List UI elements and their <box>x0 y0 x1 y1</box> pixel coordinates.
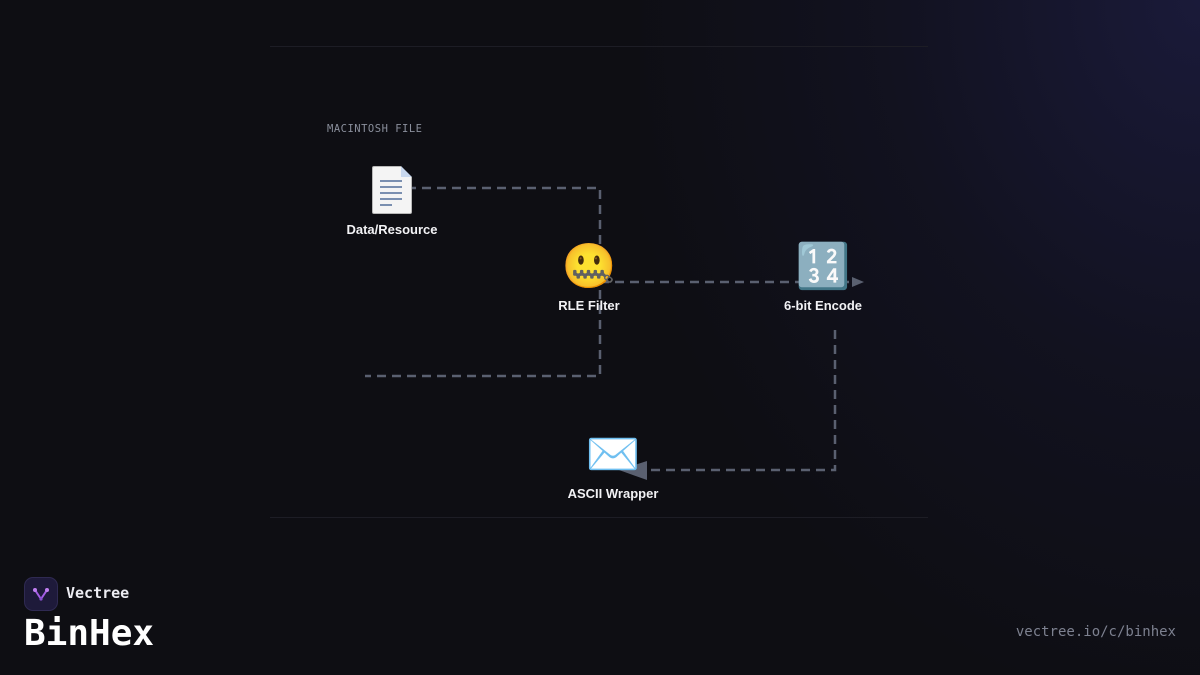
node-six-bit-encode[interactable]: 🔢 6-bit Encode <box>743 240 903 313</box>
document-icon <box>312 164 472 218</box>
arrowhead-encode <box>852 277 864 287</box>
node-label: Data/Resource <box>346 222 438 237</box>
numbers-1234-icon: 🔢 <box>795 242 851 291</box>
top-divider <box>270 46 928 47</box>
node-ascii-wrapper[interactable]: ✉️ ASCII Wrapper <box>533 428 693 501</box>
connector-encode-to-ascii <box>645 330 837 472</box>
node-label: ASCII Wrapper <box>567 486 659 501</box>
connector-data-to-rle <box>407 186 602 282</box>
zipper-mouth-face-icon: 🤐 <box>561 242 617 291</box>
vectree-logo-icon <box>24 577 58 611</box>
node-label: RLE Filter <box>558 298 620 313</box>
connector-rle-loop-back <box>365 290 602 378</box>
brand-name: Vectree <box>66 584 130 602</box>
section-label-macintosh-file: MACINTOSH FILE <box>327 123 423 135</box>
page-url[interactable]: vectree.io/c/binhex <box>1015 624 1176 640</box>
node-label: 6-bit Encode <box>783 298 862 313</box>
page-title: BinHex <box>24 613 155 654</box>
node-data-resource[interactable]: Data/Resource <box>312 164 472 237</box>
node-rle-filter[interactable]: 🤐 RLE Filter <box>509 240 669 313</box>
arrowhead-ascii <box>619 461 647 480</box>
envelope-icon: ✉️ <box>585 430 641 479</box>
bottom-divider <box>270 517 928 518</box>
